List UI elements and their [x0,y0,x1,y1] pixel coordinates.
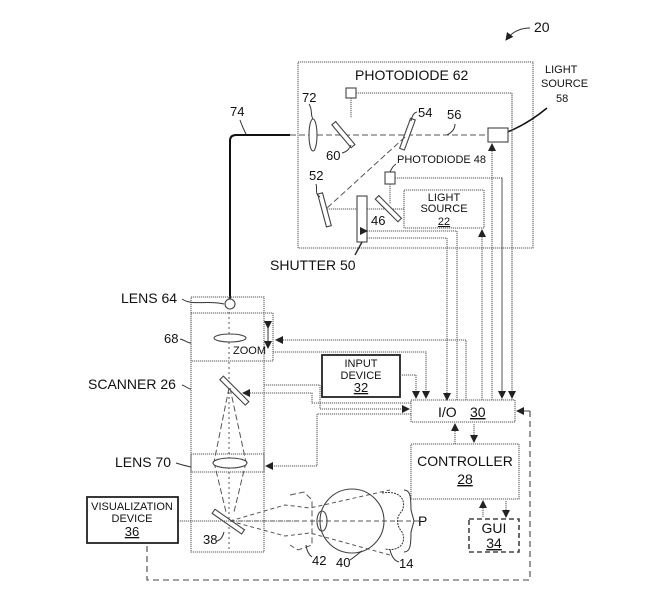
optical-head [190,296,265,553]
mirror-52 [316,192,332,228]
svg-text:22: 22 [438,216,450,228]
mirror-38 [211,508,246,535]
svg-text:32: 32 [354,380,368,395]
svg-text:SCANNER 26: SCANNER 26 [88,376,176,392]
zoom-control-wire [275,336,467,400]
scanner-control-wire [242,389,411,404]
input-device-32 [321,354,401,398]
svg-text:SOURCE: SOURCE [420,203,467,215]
light-source-58 [487,127,509,143]
photodiode-48 [384,171,396,185]
svg-text:ZOOM: ZOOM [233,345,266,357]
svg-text:SOURCE: SOURCE [541,78,588,90]
svg-text:LENS 64: LENS 64 [121,290,177,306]
eye-lens [316,510,328,532]
svg-text:GUI: GUI [482,520,507,536]
lens-70-housing [190,453,265,473]
beamsplitter-60 [331,120,356,149]
lens-70-control-wire [265,413,411,470]
mirror-54 [398,117,416,151]
svg-text:56: 56 [447,107,461,122]
svg-text:20: 20 [534,19,550,35]
gui-34 [468,518,520,553]
photodiode-62 [345,87,357,99]
photodiode-62-label: PHOTODIODE 62 [355,67,469,83]
svg-text:DEVICE: DEVICE [112,513,153,525]
svg-text:14: 14 [399,556,413,571]
svg-text:42: 42 [312,553,326,568]
io-30 [410,399,516,423]
svg-text:DEVICE: DEVICE [341,370,382,382]
svg-text:P: P [418,513,427,529]
figure-reference: 20 [505,19,550,41]
patient-brace [403,489,415,553]
svg-text:68: 68 [164,331,178,346]
zoom-module-68 [190,312,274,362]
svg-text:40: 40 [336,555,350,570]
lens-72 [308,118,318,152]
visualization-feedback-line [146,411,531,581]
svg-text:34: 34 [486,535,502,551]
svg-text:LIGHT: LIGHT [545,64,578,76]
svg-text:54: 54 [418,105,432,120]
svg-text:60: 60 [326,148,340,163]
light-source-58-label: LIGHT SOURCE 58 [541,64,588,105]
shutter-50 [356,195,368,243]
svg-text:INPUT: INPUT [345,358,378,370]
svg-text:38: 38 [203,532,217,547]
svg-text:74: 74 [230,104,244,119]
svg-text:58: 58 [556,93,568,105]
svg-text:I/O: I/O [438,404,457,420]
illumination-module-box [297,61,534,249]
light-source-22 [403,189,485,229]
lens-70 [212,457,248,469]
patient-head [381,491,405,551]
svg-text:CONTROLLER: CONTROLLER [417,453,513,469]
optical-fiber-74 [229,134,290,300]
visualization-device-36 [86,496,179,544]
svg-text:28: 28 [457,471,473,487]
beamsplitter-46 [374,194,403,223]
reference-arrow [505,27,531,41]
svg-text:36: 36 [125,524,139,539]
shutter-50-label: SHUTTER 50 [270,257,356,273]
svg-text:46: 46 [371,213,385,228]
photodiode-48-label: PHOTODIODE 48 [397,154,486,166]
svg-text:52: 52 [309,168,323,183]
svg-text:LIGHT: LIGHT [428,192,461,204]
lens-64 [224,298,236,310]
scanner-26 [219,375,250,406]
eye-40 [319,488,385,554]
svg-text:72: 72 [302,90,316,105]
zoom-lens [213,333,247,343]
svg-text:30: 30 [470,404,486,420]
svg-text:LENS 70: LENS 70 [115,454,171,470]
contact-lens-42 [289,491,313,551]
svg-text:VISUALIZATION: VISUALIZATION [91,501,173,513]
controller-28 [410,443,520,500]
